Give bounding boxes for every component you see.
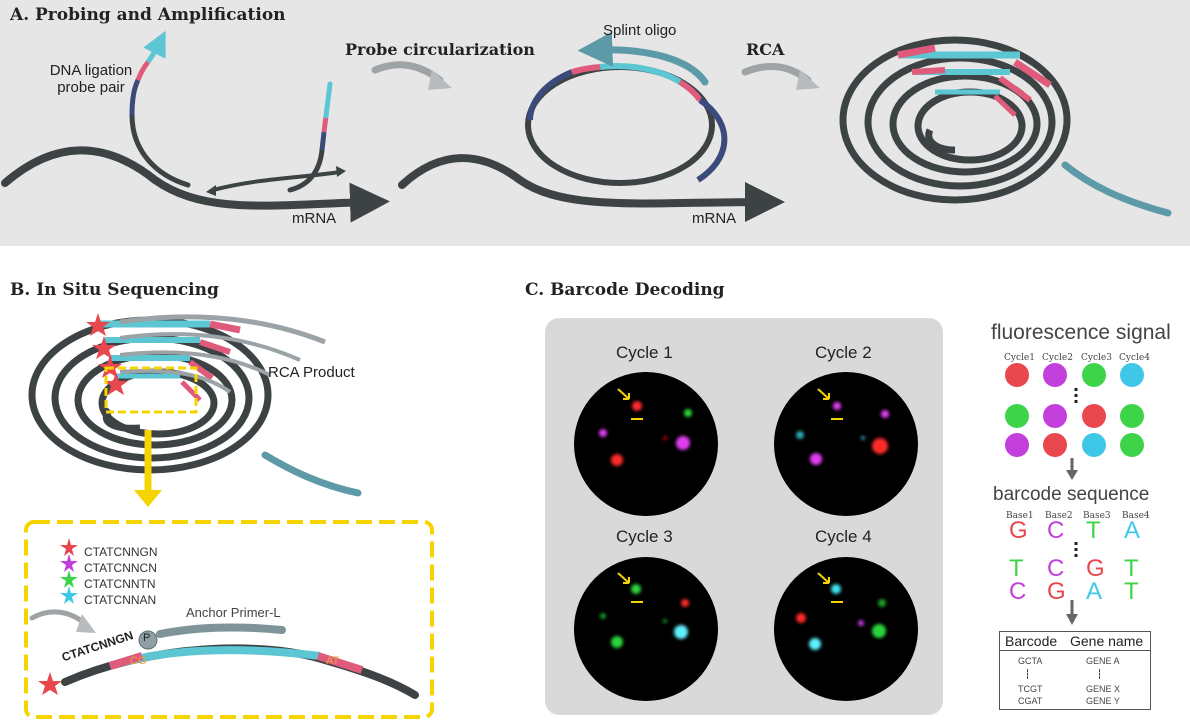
barcode-letter: G <box>1009 517 1028 544</box>
panel-b-title: B. In Situ Sequencing <box>10 280 219 300</box>
cycle-header-3: Cycle3 <box>1081 353 1112 363</box>
barcode-sequence-title: barcode sequence <box>993 484 1150 505</box>
base-header-2: Base2 <box>1045 511 1073 521</box>
splint-oligo <box>577 31 709 86</box>
cycle-2-label: Cycle 2 <box>815 343 872 362</box>
cycle-header-4: Cycle4 <box>1119 353 1150 363</box>
signal-dot <box>1043 363 1067 387</box>
signal-dot <box>1082 433 1106 457</box>
table-cell: CGAT <box>1018 696 1043 706</box>
barcode-letter: T <box>1124 578 1139 605</box>
mrna-strand-2 <box>398 154 785 223</box>
signal-dot <box>1005 363 1029 387</box>
probe-label-line2: probe pair <box>57 79 125 96</box>
microscopy-images <box>574 372 918 701</box>
anchor-primer-label: Anchor Primer-L <box>186 605 281 620</box>
mrna-strand-1 <box>1 146 390 223</box>
cycle-2-image <box>774 372 918 516</box>
spot-underlines <box>631 418 843 603</box>
base-header-3: Base3 <box>1083 511 1111 521</box>
signal-dot <box>1082 363 1106 387</box>
cycle-header-2: Cycle2 <box>1042 353 1073 363</box>
signal-dot <box>1043 404 1067 428</box>
fluorescence-signal-title: fluorescence signal <box>991 321 1171 344</box>
barcode-letter: A <box>1124 517 1141 544</box>
target-strand <box>61 644 419 699</box>
barcode-letter: C <box>1009 578 1027 605</box>
barcode-letter: T <box>1086 517 1101 544</box>
probe-arm-left <box>129 112 191 188</box>
segment-label-at: AT <box>326 655 340 667</box>
segment-label-cg: CG <box>130 655 147 667</box>
rca-spiral <box>839 36 1071 204</box>
rca-product-label: RCA Product <box>268 364 355 381</box>
table-cell: TCGT <box>1018 684 1043 694</box>
cycle-4-label: Cycle 4 <box>815 527 872 546</box>
table-cell: GENE Y <box>1086 696 1120 706</box>
table-cell: GCTA <box>1018 656 1043 666</box>
panel-a-title: A. Probing and Amplification <box>10 5 286 25</box>
signal-dot <box>1043 433 1067 457</box>
phosphate-label: P <box>143 632 151 644</box>
spot-arrows <box>617 388 830 584</box>
table-cell: GENE A <box>1086 656 1120 666</box>
barcode-letter: A <box>1086 578 1103 605</box>
signal-dots <box>1005 363 1144 457</box>
process-arrow-1 <box>371 61 444 84</box>
cycle-1-label: Cycle 1 <box>616 343 673 362</box>
decoding-graphics <box>1005 363 1144 625</box>
zoom-detail-box <box>24 520 434 719</box>
probe-legend-2: CTATCNNCN <box>84 561 157 575</box>
panel-b-diagram <box>24 313 434 719</box>
barcode-letter: T <box>1009 555 1024 582</box>
barcode-letter: G <box>1086 555 1105 582</box>
signal-dot <box>1005 404 1029 428</box>
binding-double-arrow <box>211 170 342 192</box>
table-cell: GENE X <box>1086 684 1121 694</box>
probe-legend-3: CTATCNNTN <box>84 577 156 591</box>
base-header-4: Base4 <box>1122 511 1150 521</box>
table-header-barcode: Barcode <box>1005 633 1058 649</box>
cycle-4-image <box>774 557 918 701</box>
signal-dot <box>1120 404 1144 428</box>
phosphate-circle <box>138 630 158 650</box>
signal-dot <box>1120 363 1144 387</box>
barcode-letter: C <box>1047 517 1065 544</box>
barcode-letter: G <box>1047 578 1066 605</box>
anchor-primer <box>156 623 286 638</box>
cycle-3-image <box>574 557 718 701</box>
circularization-label: Probe circularization <box>345 40 535 59</box>
barcode-letter: T <box>1124 555 1139 582</box>
probe-legend-4: CTATCNNAN <box>84 593 157 607</box>
panel-c-title: C. Barcode Decoding <box>525 280 725 300</box>
barcode-letter: C <box>1047 555 1065 582</box>
base-header-1: Base1 <box>1006 511 1034 521</box>
probe-arm-right <box>287 147 325 193</box>
mrna-label-1: mRNA <box>292 210 337 227</box>
zoom-box <box>104 366 198 414</box>
probe-pair-label: DNA ligation probe pair <box>26 62 156 96</box>
signal-dot <box>1082 404 1106 428</box>
table-header-gene: Gene name <box>1070 633 1144 649</box>
rca-label: RCA <box>746 40 785 59</box>
probe-label-line1: DNA ligation <box>49 62 133 79</box>
cycle-3-label: Cycle 3 <box>616 527 673 546</box>
splint-oligo-label: Splint oligo <box>603 22 677 39</box>
mrna-label-2: mRNA <box>692 210 737 227</box>
signal-dot <box>1120 433 1144 457</box>
gene-table: Barcode Gene name GCTA GENE A TCGT GENE … <box>999 631 1151 710</box>
signal-dot <box>1005 433 1029 457</box>
cycle-header-1: Cycle1 <box>1004 353 1035 363</box>
probe-legend-1: CTATCNNGN <box>84 545 158 559</box>
panel-a-diagram <box>1 30 1172 223</box>
cycle-1-image <box>574 372 718 516</box>
